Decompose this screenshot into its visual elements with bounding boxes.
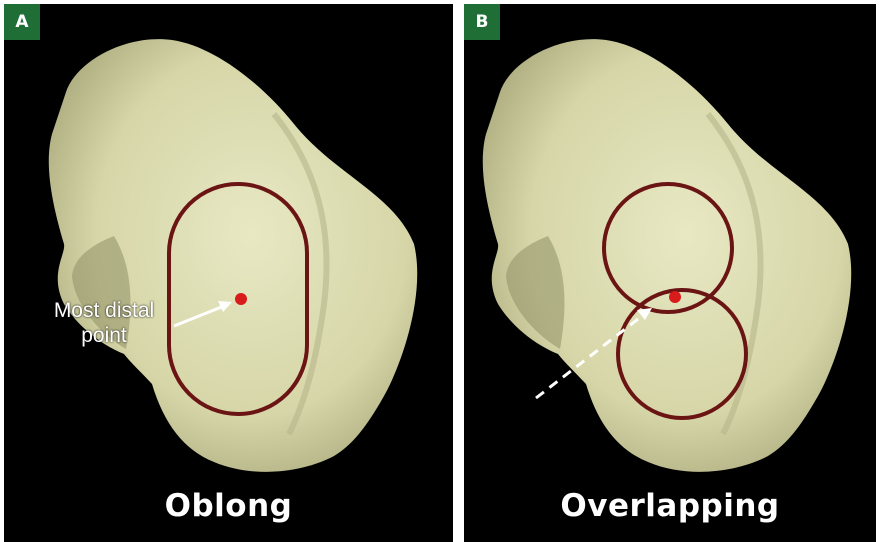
annotation-line-1: Most distal (42, 298, 166, 323)
panel-a: A Most distal point Oblong (4, 4, 453, 542)
panel-badge-a: A (4, 4, 40, 40)
annotation-line-2: point (42, 323, 166, 348)
bone-model-b (464, 4, 876, 542)
distal-point-marker (235, 293, 247, 305)
caption-b: Overlapping (464, 488, 876, 524)
annotation-label: Most distal point (42, 298, 166, 348)
caption-a: Oblong (4, 488, 453, 524)
bone-model-a (4, 4, 453, 542)
panel-badge-b: B (464, 4, 500, 40)
panel-b: B Overlapping (464, 4, 876, 542)
distal-point-marker (669, 291, 681, 303)
